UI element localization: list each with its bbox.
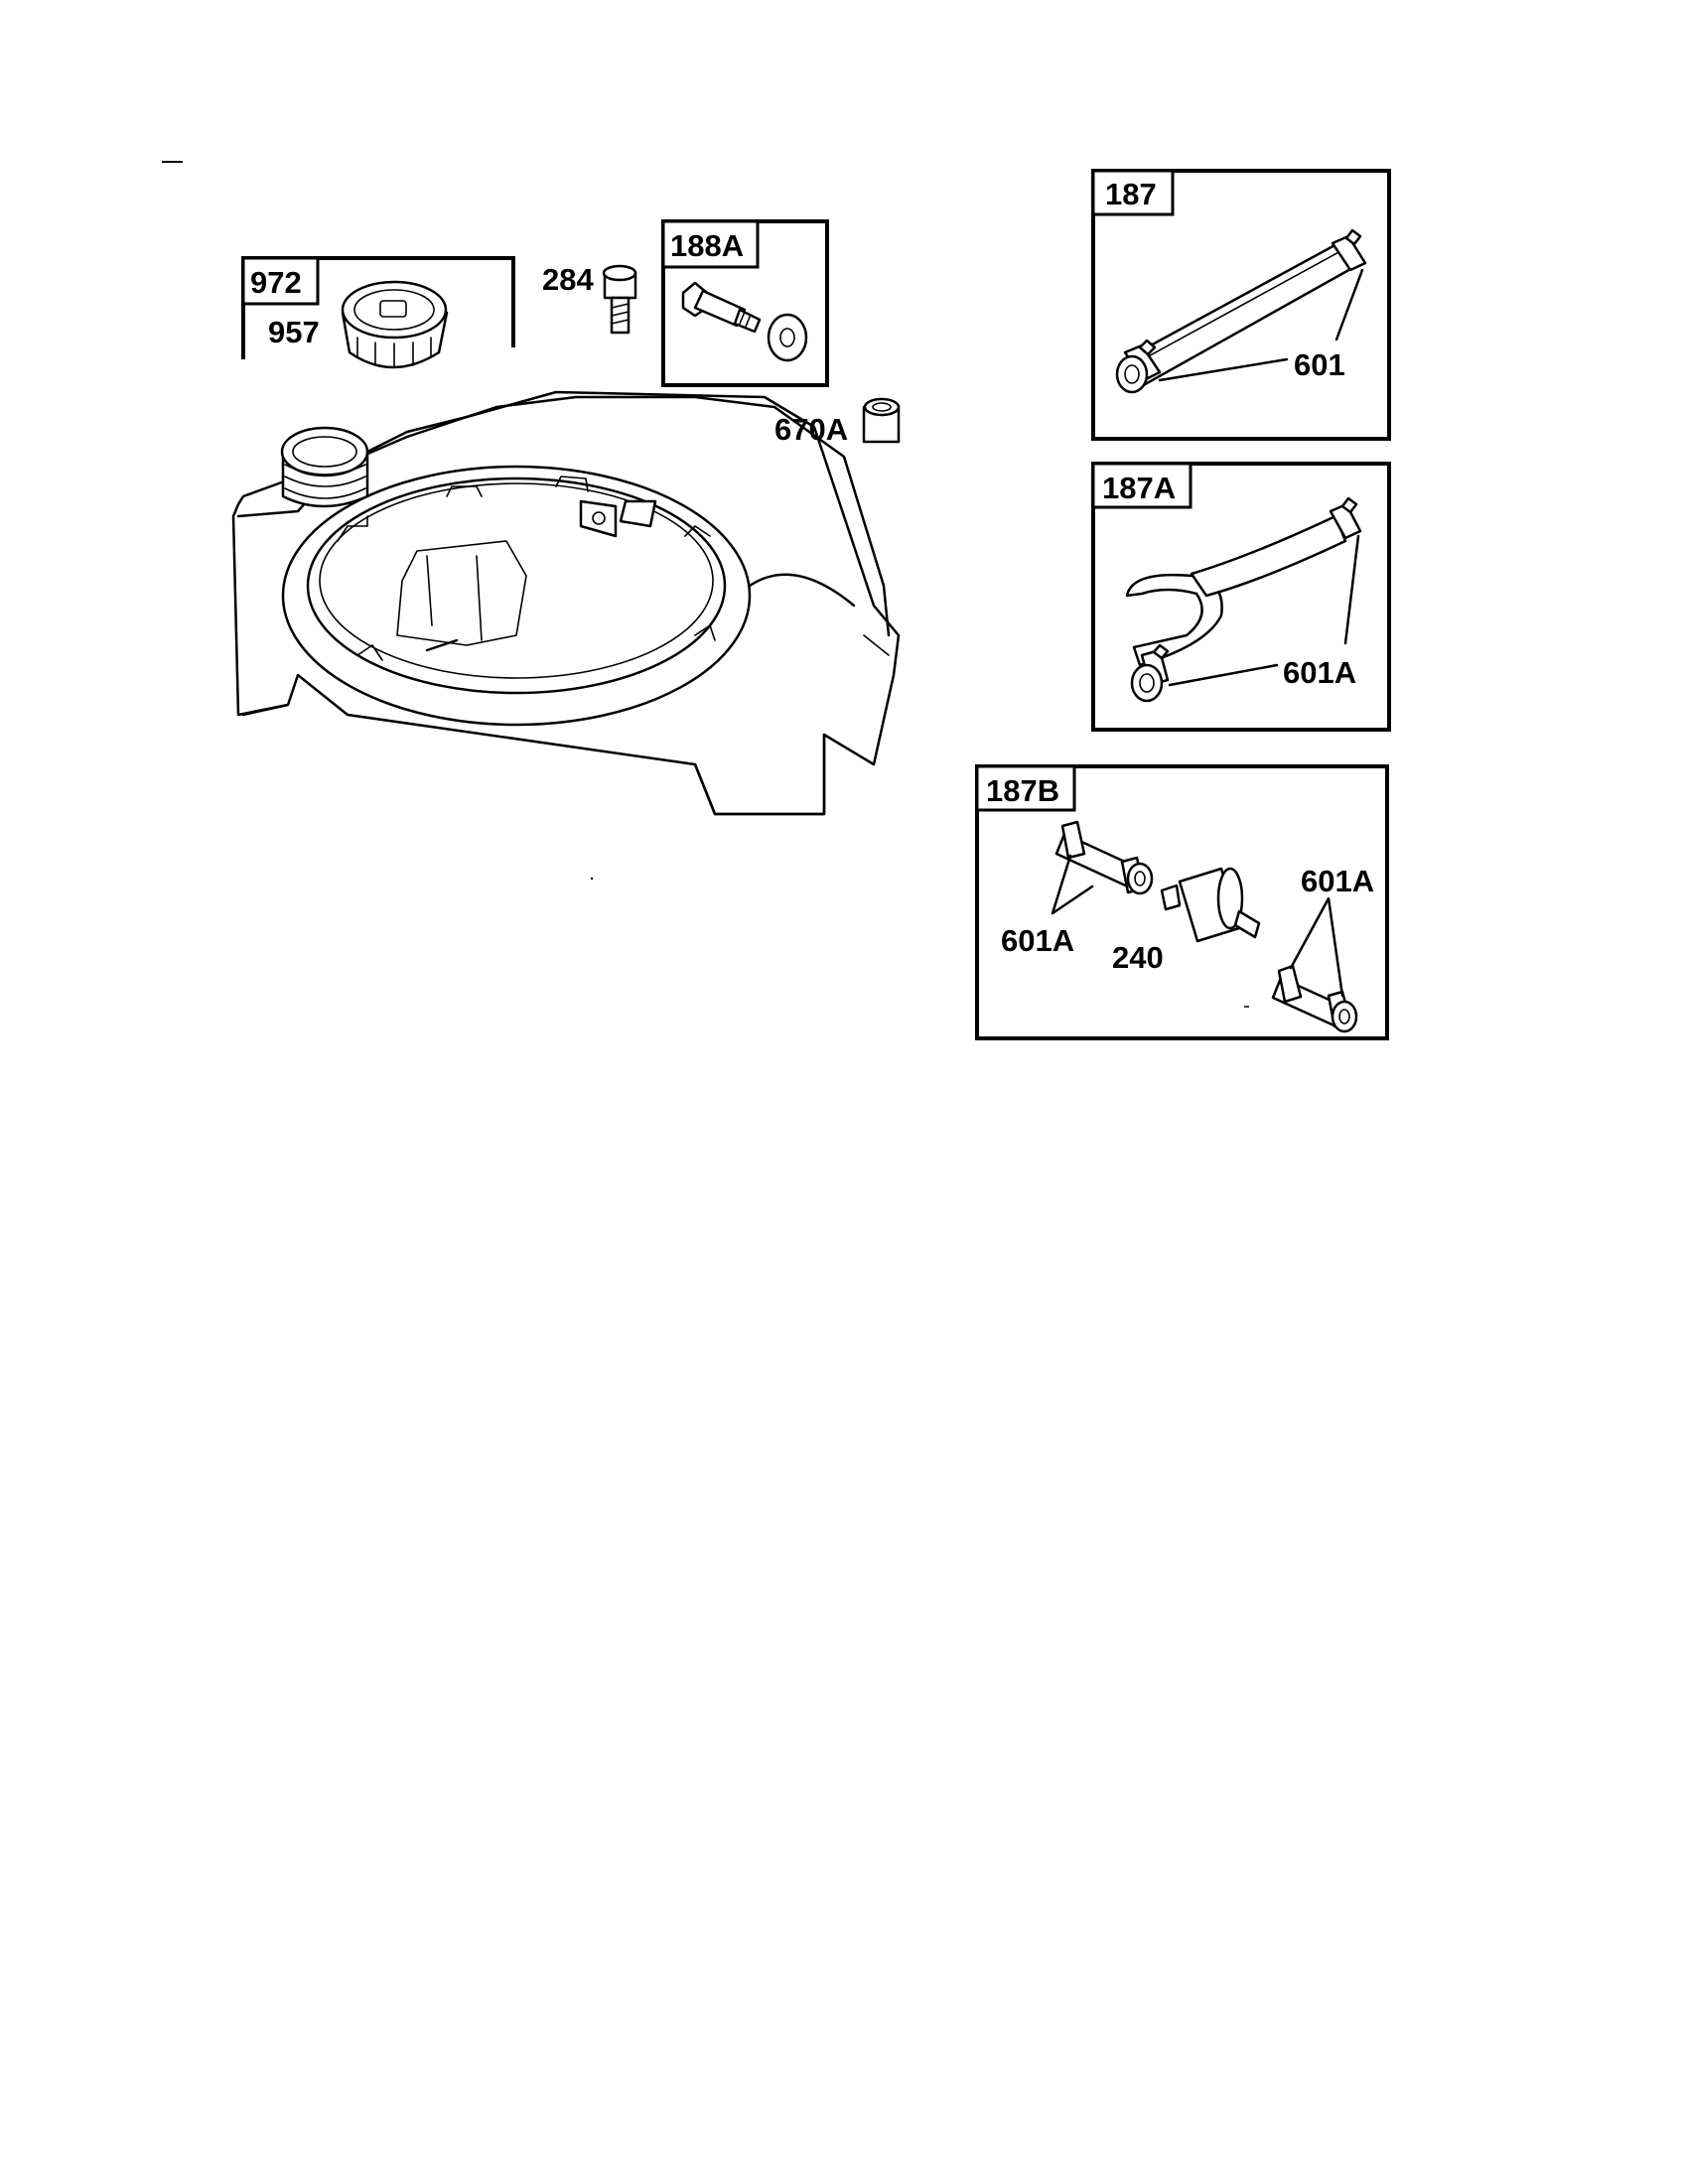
part-670A-label: 670A	[774, 412, 848, 447]
kit-187A-label: 187A	[1102, 471, 1176, 505]
fuel-tank	[231, 390, 901, 816]
part-284-label: 284	[542, 262, 594, 297]
bushing-670A: 670A	[774, 397, 901, 447]
kit-972-label: 972	[250, 265, 302, 300]
kit-187-label: 187	[1105, 177, 1157, 211]
part-957-label: 957	[268, 315, 320, 349]
part-601A-left-label: 601A	[1001, 923, 1074, 958]
part-601-label: 601	[1294, 347, 1345, 382]
kit-187: 187 601	[1091, 169, 1391, 441]
kit-188A-label: 188A	[670, 228, 744, 263]
kit-188A: 188A	[661, 219, 829, 387]
kit-187B: 187B 601A 240 601A	[975, 764, 1389, 1040]
fuel-filter-240	[1160, 867, 1261, 943]
kit-187A: 187A 601A	[1091, 462, 1391, 732]
fuel-cap	[341, 280, 449, 369]
part-601A-187A-label: 601A	[1283, 655, 1356, 690]
part-240-label: 240	[1112, 940, 1164, 975]
part-601A-right-label: 601A	[1301, 864, 1374, 898]
fuel-tank-assembly: 972 957	[231, 256, 901, 816]
screw-284: 284	[542, 262, 637, 335]
kit-187B-label: 187B	[986, 773, 1059, 808]
stray-dot	[590, 877, 594, 881]
